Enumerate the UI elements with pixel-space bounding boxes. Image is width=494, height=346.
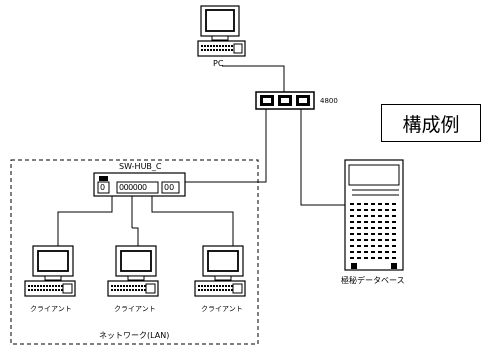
client-computer-icon-3 [194, 245, 246, 297]
switch-label: SW-HUB_C [119, 162, 162, 171]
link-router-switch [185, 107, 267, 183]
diagram-title: 構成例 [402, 113, 460, 136]
switch-port-c: 00 [164, 183, 175, 192]
switch-icon [93, 172, 186, 197]
link-router-server [300, 107, 345, 206]
client-label-3: クライアント [201, 305, 243, 313]
switch-port-b: 000000 [119, 183, 147, 192]
client-label-2: クライアント [114, 305, 156, 313]
title-box: 構成例 [381, 104, 481, 142]
lan-label: ネットワーク(LAN) [99, 331, 170, 340]
server-icon [344, 159, 404, 271]
pc-computer-icon [197, 5, 246, 57]
link-switch-clients [57, 196, 234, 246]
switch-port-a: 0 [100, 183, 106, 192]
connection-lines [57, 65, 345, 246]
router-label: 4800 [320, 97, 338, 105]
client-label-1: クライアント [30, 305, 72, 313]
router-icon [255, 91, 315, 110]
lan-boundary [10, 159, 259, 345]
pc-label: PC [213, 59, 224, 68]
client-computer-icon-2 [107, 245, 159, 297]
link-pc-router [222, 65, 285, 92]
client-computer-icon-1 [24, 245, 76, 297]
server-label: 極秘データベース [341, 276, 405, 285]
